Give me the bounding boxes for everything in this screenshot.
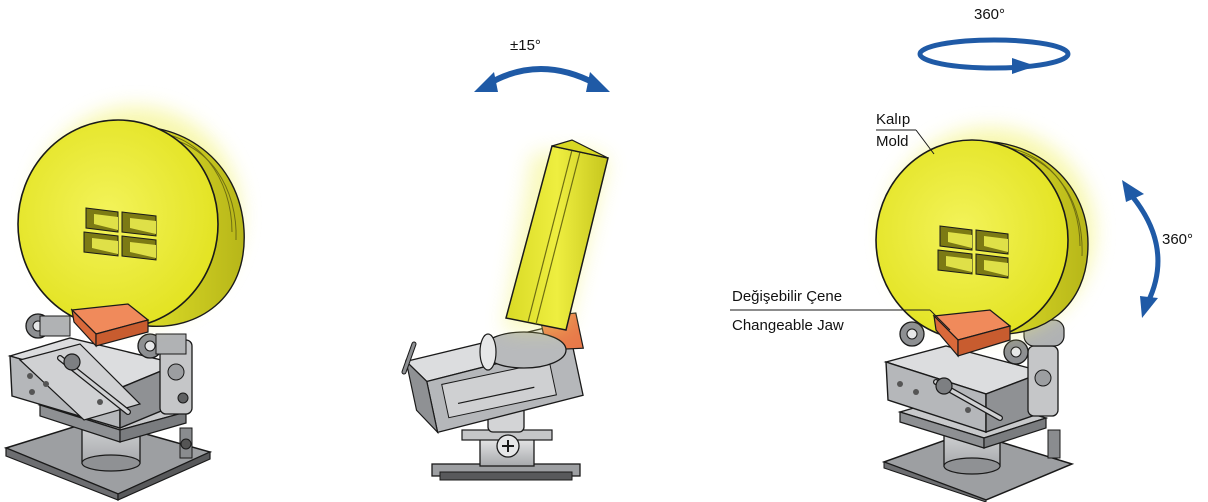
side-rotation-label: 360° [1162, 231, 1194, 248]
vise-right [730, 37, 1161, 502]
jaw-label-tr: Değişebilir Çene [732, 288, 843, 305]
vise-left [3, 107, 245, 501]
jaw-label-en: Changeable Jaw [732, 317, 844, 334]
tilt-angle-label: ±15° [510, 37, 541, 54]
top-rotation-label: 360° [974, 6, 1006, 23]
mold-label-tr: Kalıp [876, 111, 911, 128]
jaw-leader-pointer [929, 309, 951, 331]
mold-leader-line [915, 129, 935, 155]
curved-double-arrow-icon [474, 66, 610, 92]
vise-middle [401, 66, 610, 481]
mold-label-en: Mold [876, 133, 909, 150]
vertical-curved-double-arrow-icon [1122, 180, 1161, 318]
rotation-ellipse-arrow-icon [917, 37, 1071, 74]
